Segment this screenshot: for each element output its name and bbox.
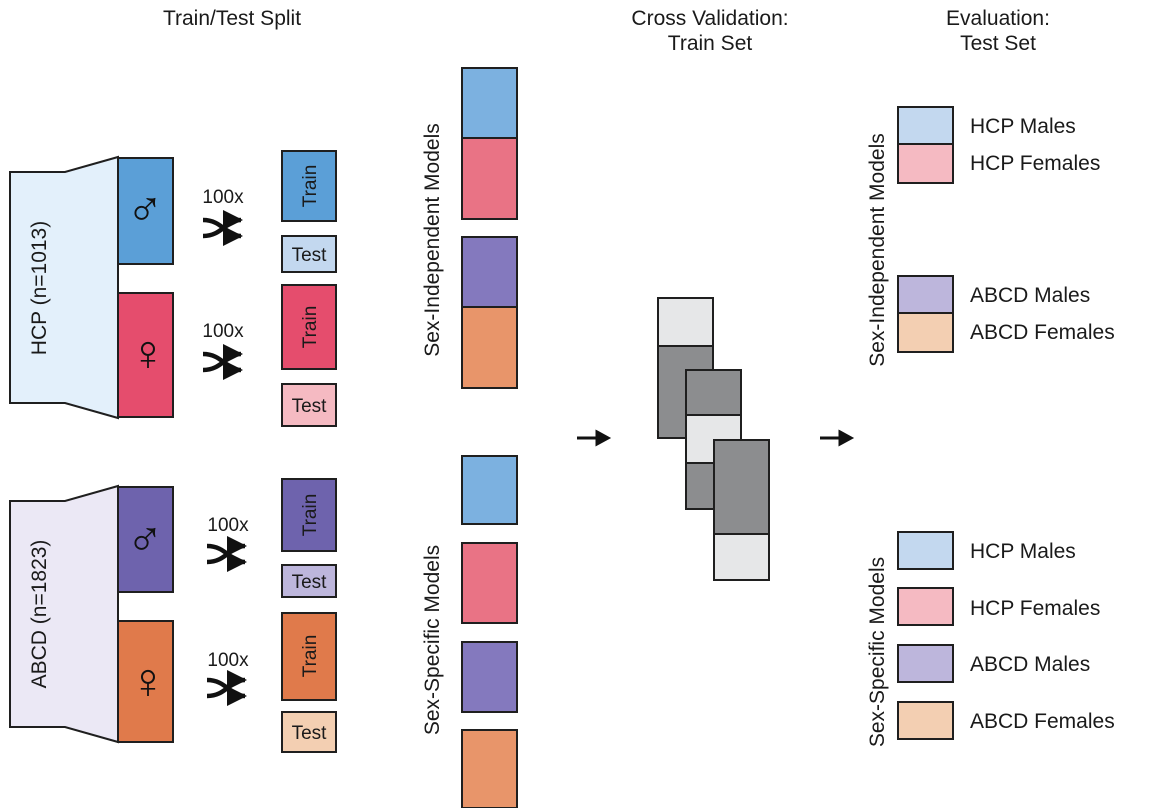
eval-ind-abcd-males-swatch <box>897 275 954 314</box>
specific-abcd-female-block <box>461 729 518 808</box>
abcd-male-shuffle-icon <box>206 535 248 573</box>
hcp-male-train-box <box>281 150 337 222</box>
abcd-female-test-box <box>281 711 337 753</box>
hcp-dataset-group: HCP (n=1013) ♂ 100x Train Test ♀ 100x Tr… <box>9 150 337 427</box>
cv-fold-3 <box>713 439 770 581</box>
abcd-female-box <box>117 620 174 743</box>
hcp-male-box <box>117 157 174 265</box>
eval-ind-hcp-females-label: HCP Females <box>970 152 1100 175</box>
hcp-male-shuffle-icon <box>202 209 244 247</box>
sex-independent-models: Sex-Independent Models <box>421 67 518 389</box>
eval-spec-hcp-females-swatch <box>897 587 954 626</box>
hcp-female-test-box <box>281 383 337 427</box>
hcp-female-multiplier: 100x <box>202 321 244 342</box>
hcp-male-train-label: Train <box>300 165 321 208</box>
sex-specific-models: Sex-Specific Models <box>421 455 518 808</box>
abcd-male-multiplier: 100x <box>207 515 249 536</box>
specific-abcd-male-block <box>461 641 518 713</box>
eval-ind-abcd-females-swatch <box>897 312 954 353</box>
specific-hcp-female-block <box>461 542 518 624</box>
eval-spec-abcd-females-label: ABCD Females <box>970 710 1115 733</box>
abcd-male-box <box>117 486 174 593</box>
hcp-dataset-label: HCP (n=1013) <box>28 221 51 355</box>
abcd-male-train-box <box>281 478 337 552</box>
hcp-bracket <box>9 155 119 420</box>
hcp-female-symbol: ♀ <box>129 325 167 381</box>
abcd-female-train-label: Train <box>300 635 321 678</box>
abcd-dataset-label: ABCD (n=1823) <box>28 540 51 689</box>
eval-independent-legend: Sex-Independent Models HCP Males HCP Fem… <box>866 106 1115 367</box>
hcp-female-test-label: Test <box>292 396 328 417</box>
eval-spec-abcd-males-label: ABCD Males <box>970 653 1090 676</box>
hcp-female-train-box <box>281 284 337 370</box>
hcp-male-test-label: Test <box>292 245 328 266</box>
sex-specific-models-label: Sex-Specific Models <box>421 545 444 735</box>
abcd-female-symbol: ♀ <box>129 653 167 709</box>
header-cv-line2: Train Set <box>668 32 753 55</box>
eval-spec-abcd-females-swatch <box>897 701 954 740</box>
model-abcd-male-block <box>461 236 518 308</box>
flow-arrow-to-cv <box>577 429 612 447</box>
header-split: Train/Test Split <box>163 7 301 30</box>
eval-ind-hcp-males-label: HCP Males <box>970 115 1076 138</box>
abcd-male-test-label: Test <box>292 572 328 593</box>
abcd-female-train-box <box>281 612 337 701</box>
abcd-male-test-box <box>281 564 337 598</box>
hcp-male-multiplier: 100x <box>202 187 244 208</box>
eval-spec-hcp-males-label: HCP Males <box>970 540 1076 563</box>
sex-independent-models-label: Sex-Independent Models <box>421 123 444 357</box>
specific-hcp-male-block <box>461 455 518 525</box>
hcp-female-train-label: Train <box>300 306 321 349</box>
hcp-male-test-box <box>281 235 337 273</box>
eval-spec-hcp-females-label: HCP Females <box>970 597 1100 620</box>
eval-ind-hcp-females-swatch <box>897 143 954 184</box>
eval-spec-abcd-males-swatch <box>897 644 954 683</box>
model-hcp-male-block <box>461 67 518 139</box>
header-eval-line1: Evaluation: <box>946 7 1050 30</box>
abcd-bracket <box>9 484 119 744</box>
model-abcd-female-block <box>461 306 518 389</box>
eval-ind-abcd-males-label: ABCD Males <box>970 284 1090 307</box>
eval-specific-legend: Sex-Specific Models HCP Males HCP Female… <box>866 531 1115 747</box>
hcp-female-box <box>117 292 174 418</box>
header-cv-line1: Cross Validation: <box>631 7 788 30</box>
abcd-female-multiplier: 100x <box>207 650 249 671</box>
hcp-female-shuffle-icon <box>202 343 244 381</box>
abcd-female-test-label: Test <box>292 723 328 744</box>
eval-ind-abcd-females-label: ABCD Females <box>970 321 1115 344</box>
hcp-male-symbol: ♂ <box>126 181 164 237</box>
abcd-dataset-group: ABCD (n=1823) ♂ 100x Train Test ♀ 100x T… <box>9 478 337 753</box>
header-eval-line2: Test Set <box>960 32 1036 55</box>
cv-folds-diagram <box>657 297 770 581</box>
flow-arrow-to-eval <box>820 429 855 447</box>
model-hcp-female-block <box>461 137 518 220</box>
abcd-female-shuffle-icon <box>206 669 248 707</box>
eval-specific-label: Sex-Specific Models <box>866 557 889 747</box>
eval-ind-hcp-males-swatch <box>897 106 954 145</box>
eval-spec-hcp-males-swatch <box>897 531 954 570</box>
eval-independent-label: Sex-Independent Models <box>866 133 889 367</box>
abcd-male-train-label: Train <box>300 494 321 537</box>
abcd-male-symbol: ♂ <box>126 511 164 567</box>
